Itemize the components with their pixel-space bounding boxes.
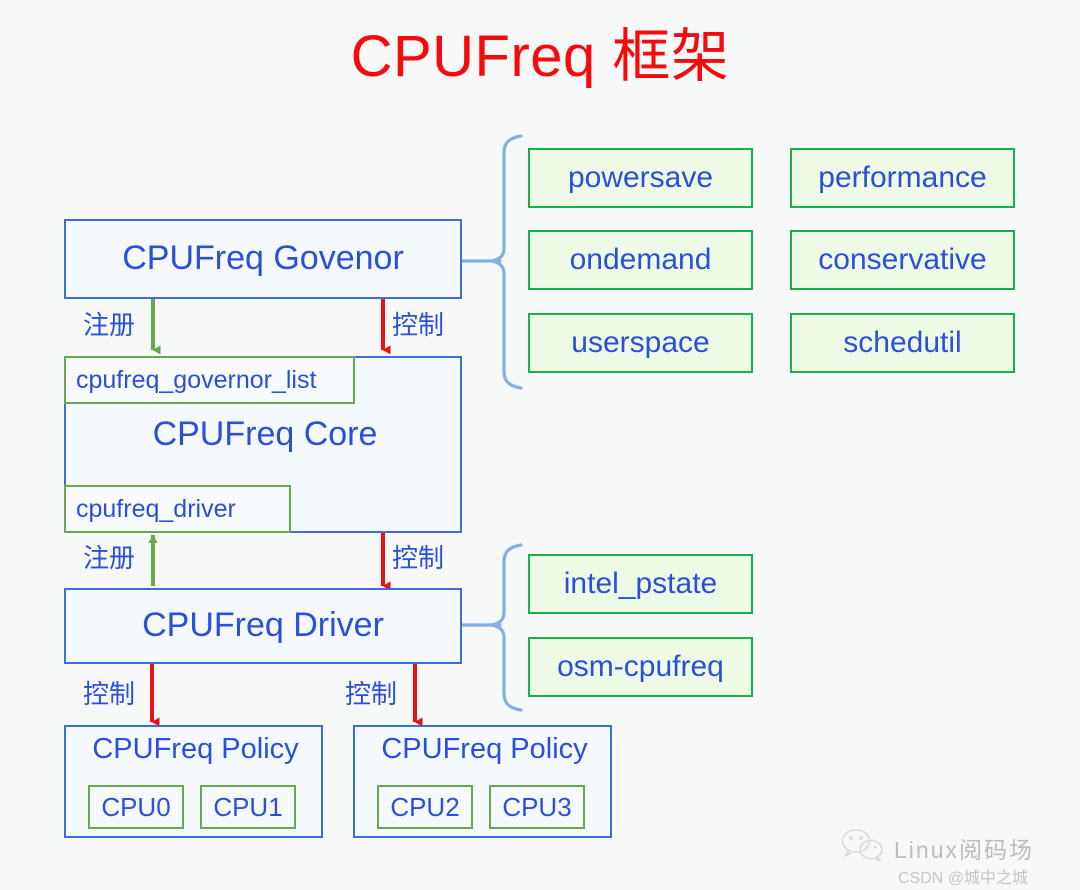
block-cpufreq-driver-list-label: cpufreq_driver	[76, 494, 236, 523]
block-cpufreq-governor-label: CPUFreq Govenor	[122, 239, 404, 278]
driver-chip-osm-cpufreq[interactable]: osm-cpufreq	[528, 637, 753, 697]
page-title: CPUFreq 框架	[350, 24, 730, 89]
governor-chip-ondemand-label: ondemand	[569, 243, 712, 276]
block-cpufreq-policy-1[interactable]: CPUFreq Policy CPU2 CPU3	[353, 725, 612, 838]
block-cpufreq-driver-list[interactable]: cpufreq_driver	[64, 485, 291, 533]
watermark: Linux阅码场 CSDN @城中之城	[840, 826, 1070, 887]
governor-chip-userspace[interactable]: userspace	[528, 313, 753, 373]
governor-chip-powersave[interactable]: powersave	[528, 148, 753, 208]
governor-chip-performance-label: performance	[818, 161, 987, 194]
block-cpufreq-core[interactable]: cpufreq_governor_list CPUFreq Core cpufr…	[64, 356, 462, 533]
cpu-box-cpu1-label: CPU1	[213, 791, 283, 822]
cpu-box-cpu3-label: CPU3	[502, 791, 572, 822]
block-cpufreq-governor-list-label: cpufreq_governor_list	[76, 365, 317, 394]
driver-chip-intel-pstate[interactable]: intel_pstate	[528, 554, 753, 614]
governor-chip-conservative-label: conservative	[818, 243, 987, 276]
watermark-credit: CSDN @城中之城	[898, 870, 1029, 887]
governor-chip-performance[interactable]: performance	[790, 148, 1015, 208]
arrow-label-governor-control: 控制	[392, 310, 445, 340]
brace-drivers	[460, 543, 523, 712]
cpu-box-cpu0-label: CPU0	[101, 791, 171, 822]
cpu-box-cpu0[interactable]: CPU0	[88, 785, 184, 829]
arrow-driver-register	[148, 535, 158, 586]
arrow-label-policy-control-left: 控制	[83, 679, 136, 709]
arrow-label-policy-control-right: 控制	[345, 679, 398, 709]
block-cpufreq-driver[interactable]: CPUFreq Driver	[64, 588, 462, 664]
governor-chip-conservative[interactable]: conservative	[790, 230, 1015, 290]
wechat-icon	[841, 829, 883, 862]
arrow-label-core-control: 控制	[392, 543, 445, 573]
governor-chip-ondemand[interactable]: ondemand	[528, 230, 753, 290]
watermark-name: Linux阅码场	[894, 837, 1034, 863]
block-cpufreq-core-label: CPUFreq Core	[152, 415, 378, 453]
cpu-box-cpu3[interactable]: CPU3	[489, 785, 585, 829]
governor-chip-powersave-label: powersave	[567, 161, 714, 194]
driver-chip-intel-pstate-label: intel_pstate	[563, 567, 718, 600]
block-cpufreq-driver-label: CPUFreq Driver	[142, 606, 384, 645]
block-cpufreq-governor-list[interactable]: cpufreq_governor_list	[64, 356, 355, 404]
block-cpufreq-policy-0[interactable]: CPUFreq Policy CPU0 CPU1	[64, 725, 323, 838]
block-cpufreq-policy-0-label: CPUFreq Policy	[92, 733, 299, 765]
governor-chip-userspace-label: userspace	[571, 326, 710, 359]
cpu-box-cpu1[interactable]: CPU1	[200, 785, 296, 829]
block-cpufreq-policy-1-label: CPUFreq Policy	[381, 733, 588, 765]
cpu-box-cpu2-label: CPU2	[390, 791, 460, 822]
governor-chip-schedutil-label: schedutil	[843, 326, 962, 359]
brace-governors	[460, 134, 523, 390]
driver-chip-osm-cpufreq-label: osm-cpufreq	[557, 650, 724, 683]
governor-chip-schedutil[interactable]: schedutil	[790, 313, 1015, 373]
arrow-label-governor-register: 注册	[83, 310, 136, 340]
arrow-label-driver-register: 注册	[83, 543, 136, 573]
cpu-box-cpu2[interactable]: CPU2	[377, 785, 473, 829]
block-cpufreq-governor[interactable]: CPUFreq Govenor	[64, 219, 462, 299]
